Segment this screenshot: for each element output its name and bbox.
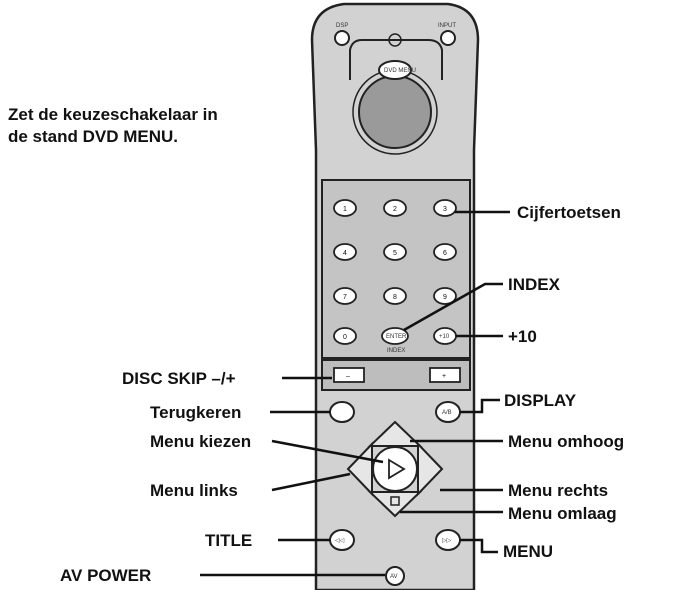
play-icon bbox=[388, 458, 406, 480]
callout-index: INDEX bbox=[508, 275, 561, 294]
digit-4-label: 4 bbox=[343, 250, 347, 257]
index-small-label: INDEX bbox=[387, 348, 405, 354]
digit-buttons: 1 2 3 4 5 6 7 8 9 0 ENTER INDEX +10 bbox=[333, 199, 457, 354]
callout-display: DISPLAY bbox=[504, 391, 577, 410]
leader-index bbox=[403, 282, 503, 332]
menu-select-button[interactable] bbox=[372, 446, 418, 492]
callout-menu-rechts: Menu rechts bbox=[508, 481, 608, 500]
mode-switch[interactable] bbox=[378, 60, 412, 80]
center-top-icon bbox=[388, 33, 402, 47]
av-power-small-label: AV bbox=[390, 574, 398, 580]
leader-display bbox=[460, 398, 500, 414]
remote-control: DSP INPUT DVD MENU 1 2 3 4 5 6 7 8 9 bbox=[310, 2, 480, 590]
av-power-button[interactable] bbox=[385, 566, 405, 586]
input-label: INPUT bbox=[438, 23, 456, 29]
disc-skip-minus-label: – bbox=[346, 373, 350, 380]
digit-1-label: 1 bbox=[343, 206, 347, 213]
jog-dial[interactable] bbox=[358, 75, 432, 149]
callout-av-power: AV POWER bbox=[60, 566, 151, 585]
menu-button-icon: ▷▷ bbox=[442, 538, 452, 544]
digit-5-label: 5 bbox=[393, 250, 397, 257]
disc-skip-plus-button[interactable] bbox=[429, 367, 461, 383]
return-button[interactable] bbox=[329, 401, 355, 423]
leader-menu bbox=[460, 538, 498, 554]
leader-menu-links bbox=[271, 472, 351, 492]
enter-button[interactable] bbox=[381, 327, 409, 345]
callout-menu-links: Menu links bbox=[150, 481, 238, 500]
digit-7-button[interactable] bbox=[333, 287, 357, 305]
stop-icon bbox=[390, 496, 400, 506]
digit-2-label: 2 bbox=[393, 206, 397, 213]
digit-9-button[interactable] bbox=[433, 287, 457, 305]
top-window bbox=[349, 39, 443, 80]
digit-8-button[interactable] bbox=[383, 287, 407, 305]
title-button-icon: ◁◁ bbox=[335, 538, 345, 544]
digit-2-button[interactable] bbox=[383, 199, 407, 217]
input-button[interactable] bbox=[440, 30, 456, 46]
digit-6-button[interactable] bbox=[433, 243, 457, 261]
plus10-small-label: +10 bbox=[439, 334, 450, 340]
digit-4-button[interactable] bbox=[333, 243, 357, 261]
leader-lines bbox=[200, 210, 510, 577]
digit-8-label: 8 bbox=[393, 294, 397, 301]
callout-labels: Cijfertoetsen INDEX +10 DISC SKIP –/+ DI… bbox=[60, 203, 624, 585]
digit-1-button[interactable] bbox=[333, 199, 357, 217]
ab-label: A/B bbox=[442, 410, 452, 416]
digit-3-button[interactable] bbox=[433, 199, 457, 217]
digit-7-label: 7 bbox=[343, 294, 347, 301]
digit-5-button[interactable] bbox=[383, 243, 407, 261]
callout-terugkeren: Terugkeren bbox=[150, 403, 241, 422]
callout-menu: MENU bbox=[503, 542, 553, 561]
digit-0-label: 0 bbox=[343, 334, 347, 341]
digit-3-label: 3 bbox=[443, 206, 447, 213]
leader-menu-kiezen bbox=[271, 439, 384, 464]
dsp-label: DSP bbox=[336, 23, 348, 29]
enter-label: ENTER bbox=[386, 334, 407, 340]
callout-menu-omlaag: Menu omlaag bbox=[508, 504, 617, 523]
callout-plus10: +10 bbox=[508, 327, 537, 346]
disc-skip-plus-label: + bbox=[442, 373, 446, 380]
callout-menu-kiezen: Menu kiezen bbox=[150, 432, 251, 451]
instruction-text: Zet de keuzeschakelaar in de stand DVD M… bbox=[8, 104, 298, 148]
instruction-line-1: Zet de keuzeschakelaar in bbox=[8, 105, 218, 124]
digit-6-label: 6 bbox=[443, 250, 447, 257]
callout-title: TITLE bbox=[205, 531, 252, 550]
digit-9-label: 9 bbox=[443, 294, 447, 301]
callout-disc-skip: DISC SKIP –/+ bbox=[122, 369, 236, 388]
dsp-button[interactable] bbox=[334, 30, 350, 46]
callout-menu-omhoog: Menu omhoog bbox=[508, 432, 624, 451]
mode-switch-label: DVD MENU bbox=[384, 68, 416, 74]
callout-cijfertoetsen: Cijfertoetsen bbox=[517, 203, 621, 222]
instruction-line-2: de stand DVD MENU. bbox=[8, 127, 179, 146]
digit-0-button[interactable] bbox=[333, 327, 357, 345]
disc-skip-minus-button[interactable] bbox=[333, 367, 365, 383]
